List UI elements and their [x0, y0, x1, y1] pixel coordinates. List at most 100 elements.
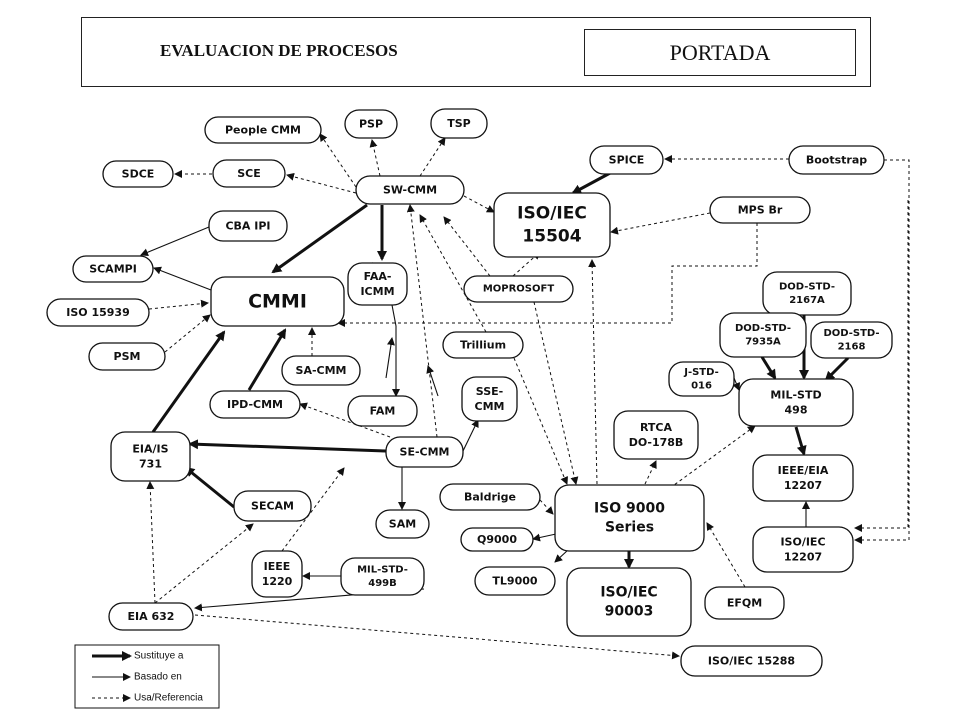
- node-label-sce: SCE: [237, 167, 261, 180]
- node-sse-cmm: SSE-CMM: [461, 376, 518, 422]
- edge-uses-19: [406, 204, 438, 438]
- node-trillium: Trillium: [442, 331, 524, 359]
- node-sdce: SDCE: [102, 160, 174, 188]
- node-label-iso-9000-series: ISO 9000: [594, 501, 665, 517]
- edge-uses-2: [419, 137, 446, 177]
- node-people-cmm: People CMM: [204, 116, 322, 144]
- node-label-iso-15939: ISO 15939: [66, 306, 129, 319]
- edge-uses-11: [443, 216, 491, 277]
- node-label-ieee-1220: 1220: [262, 575, 293, 588]
- node-label-sam: SAM: [389, 518, 416, 531]
- node-mil-std-499b: MIL-STD- 499B: [340, 557, 425, 596]
- node-label-secam: SECAM: [251, 500, 294, 513]
- node-ipd-cmm: IPD-CMM: [209, 390, 301, 419]
- node-label-dod-std-2167a: 2167A: [789, 295, 825, 306]
- edge-uses-8: [854, 159, 910, 544]
- node-label-dod-std-7935a: DOD-STD-: [735, 323, 791, 334]
- node-label-psm: PSM: [114, 350, 141, 363]
- node-label-eia-is-731: 731: [139, 457, 162, 470]
- node-label-tl9000: TL9000: [492, 575, 537, 588]
- edge-uses-28: [194, 614, 680, 660]
- header-frame: [81, 17, 871, 87]
- node-iso-iec-15288: ISO/IEC 15288: [680, 645, 823, 677]
- edge-uses-21: [644, 460, 657, 485]
- edge-replaces-53: [824, 356, 850, 382]
- node-faa-icmm: FAA-ICMM: [347, 262, 408, 306]
- node-spice: SPICE: [589, 145, 664, 175]
- node-label-faa-icmm: FAA-: [364, 270, 392, 283]
- node-q9000: Q9000: [460, 527, 534, 552]
- node-label-mil-std-498: MIL-STD: [770, 389, 821, 402]
- edge-uses-13: [164, 314, 211, 353]
- node-baldrige: Baldrige: [439, 483, 541, 511]
- edge-based-on-42: [532, 533, 557, 542]
- node-moprosoft: MOPROSOFT: [463, 275, 574, 303]
- node-sa-cmm: SA-CMM: [281, 355, 361, 386]
- edge-based-on-31: [140, 226, 210, 257]
- header-title: EVALUACION DE PROCESOS: [160, 41, 398, 60]
- edge-based-on-33: [391, 304, 400, 397]
- edge-replaces-44: [271, 203, 368, 274]
- node-efqm: EFQM: [704, 586, 785, 620]
- edge-uses-17: [533, 301, 579, 485]
- node-label-rtca-do-178b: DO-178B: [629, 436, 684, 449]
- edge-replaces-49: [188, 439, 387, 453]
- node-dod-std-7935a: DOD-STD-7935A: [719, 312, 807, 358]
- edge-uses-16: [513, 357, 568, 485]
- node-j-std-016: J-STD- 016: [668, 361, 735, 397]
- node-label-ipd-cmm: IPD-CMM: [227, 398, 283, 411]
- edge-uses-3: [286, 172, 357, 194]
- edge-replaces-50: [184, 466, 235, 509]
- node-tl9000: TL9000: [474, 566, 556, 596]
- node-cba-ipi: CBA IPI: [208, 210, 288, 242]
- node-cmmi: CMMI: [210, 276, 345, 327]
- node-label-cba-ipi: CBA IPI: [225, 220, 270, 233]
- node-label-dod-std-2168: 2168: [838, 341, 866, 352]
- edge-uses-23: [539, 499, 554, 515]
- edge-uses-25: [146, 481, 156, 604]
- node-scampi: SCAMPI: [72, 255, 154, 283]
- node-sam: SAM: [375, 509, 430, 539]
- portada-box: [584, 29, 856, 76]
- node-label-tsp: TSP: [447, 117, 471, 130]
- edge-uses-12: [148, 299, 209, 310]
- edge-replaces-46: [571, 170, 613, 195]
- node-secam: SECAM: [233, 490, 312, 522]
- edge-based-on-38: [732, 377, 740, 391]
- edge-uses-24: [706, 522, 746, 588]
- edge-uses-27: [281, 467, 345, 552]
- node-label-mil-std-499b: 499B: [368, 578, 397, 589]
- edge-uses-29: [854, 200, 909, 532]
- node-mps-br: MPS Br: [709, 196, 811, 224]
- node-label-iso-iec-15504: ISO/IEC: [517, 204, 587, 224]
- node-label-j-std-016: J-STD-: [683, 367, 719, 378]
- node-tsp: TSP: [430, 108, 488, 139]
- edges-layer: [140, 133, 910, 660]
- edge-based-on-43: [554, 549, 569, 563]
- node-label-sw-cmm: SW-CMM: [383, 184, 437, 197]
- node-label-bootstrap: Bootstrap: [806, 154, 867, 167]
- node-label-efqm: EFQM: [727, 597, 762, 610]
- node-psm: PSM: [88, 342, 166, 371]
- node-label-iso-iec-90003: ISO/IEC: [600, 585, 657, 601]
- node-fam: FAM: [347, 395, 418, 427]
- node-label-baldrige: Baldrige: [464, 491, 516, 504]
- node-label-iso-iec-12207: ISO/IEC: [780, 536, 825, 549]
- node-bootstrap: Bootstrap: [788, 145, 885, 175]
- node-label-j-std-016: 016: [691, 380, 712, 391]
- edge-replaces-47: [151, 330, 226, 433]
- node-dod-std-2167a: DOD-STD-2167A: [762, 271, 852, 316]
- node-label-se-cmm: SE-CMM: [400, 446, 450, 459]
- node-label-mil-std-499b: MIL-STD-: [357, 564, 408, 575]
- node-label-rtca-do-178b: RTCA: [640, 421, 673, 434]
- node-label-iso-iec-12207: 12207: [784, 550, 822, 563]
